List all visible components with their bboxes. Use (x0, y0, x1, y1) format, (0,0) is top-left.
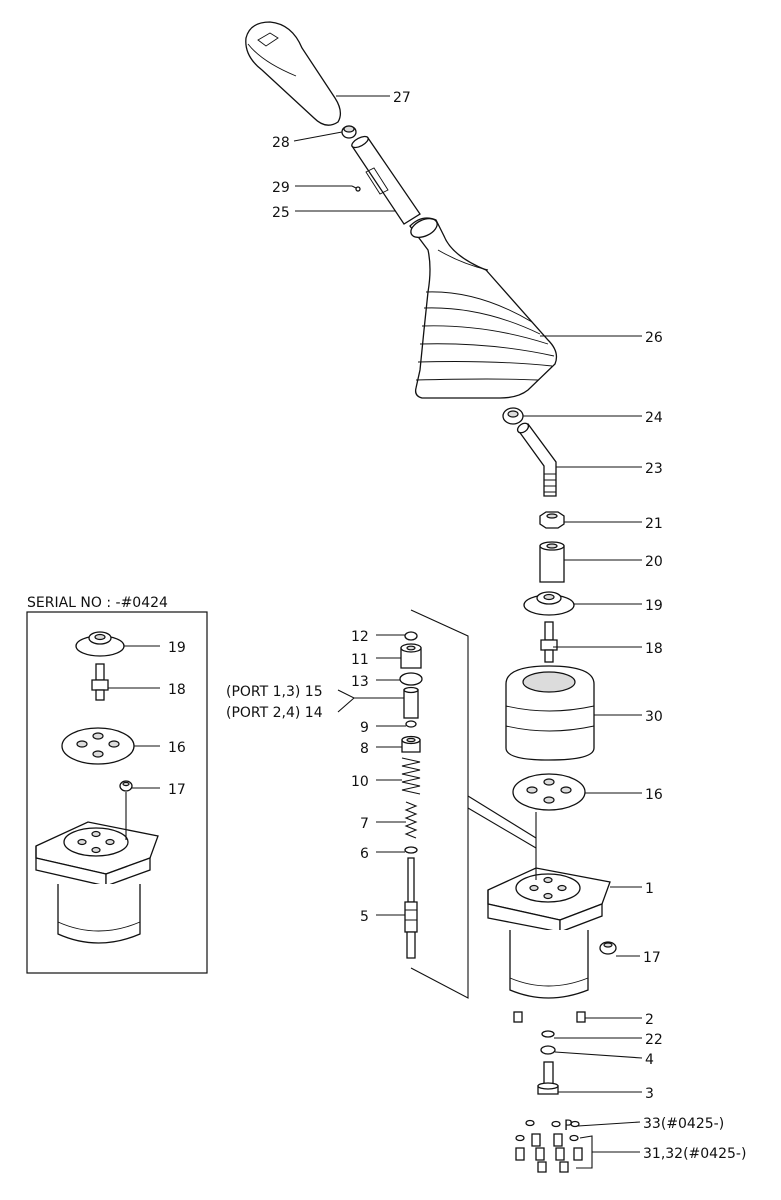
callout-13: 13 (351, 674, 369, 690)
callout-30: 30 (645, 709, 663, 725)
o-ring-part-12 (404, 631, 418, 641)
inset-callout-19: 19 (168, 640, 186, 656)
callout-20: 20 (645, 554, 663, 570)
inset-title: SERIAL NO : -#0424 (27, 595, 168, 611)
spring-part-7 (404, 801, 418, 839)
callout-9: 9 (360, 720, 369, 736)
callout-26: 26 (645, 330, 663, 346)
piston-to-casing-line (467, 795, 537, 839)
lever-tube-part-25 (351, 135, 421, 225)
callout-2: 2 (645, 1012, 654, 1028)
callout-16: 16 (645, 787, 663, 803)
callout-21: 21 (645, 516, 663, 532)
pin-part-29 (351, 185, 361, 192)
callout-18: 18 (645, 641, 663, 657)
inset-casing (35, 821, 159, 944)
callout-12: 12 (351, 629, 369, 645)
spool-part-5 (404, 857, 418, 959)
joint-rod-part-23 (516, 422, 557, 497)
callout-23: 23 (645, 461, 663, 477)
callout-24: 24 (645, 410, 663, 426)
boot-part-30 (505, 665, 595, 761)
piston-to-casing-line-2 (467, 807, 537, 849)
callout-27: 27 (393, 90, 411, 106)
spring-part-10 (401, 757, 421, 795)
callout-5: 5 (360, 909, 369, 925)
inset-plug-part-17 (119, 780, 133, 792)
port-label-p: P (564, 1118, 572, 1134)
nut-part-21 (539, 511, 565, 529)
callout-28: 28 (272, 135, 290, 151)
plug-part-17 (599, 941, 617, 955)
o-ring-part-13 (399, 672, 423, 686)
cap-part-28 (341, 125, 357, 139)
callout-1: 1 (645, 881, 654, 897)
inset-leader-lines (108, 645, 160, 789)
callout-22: 22 (645, 1032, 663, 1048)
callout-17: 17 (643, 950, 661, 966)
callout-33: 33(#0425-) (643, 1116, 724, 1132)
washer-part-6 (404, 846, 418, 854)
callout-15: (PORT 1,3) 15 (226, 684, 323, 700)
inset-callout-18: 18 (168, 682, 186, 698)
bolt-part-3 (537, 1061, 559, 1095)
leader-lines (293, 95, 643, 1169)
seat-part-8 (401, 735, 421, 753)
o-ring-part-22 (541, 1030, 555, 1038)
callout-10: 10 (351, 774, 369, 790)
inset-adjusting-nut-part-18 (91, 663, 109, 701)
boot-part-26 (409, 217, 558, 399)
plate-part-19 (523, 591, 575, 616)
callout-31-32: 31,32(#0425-) (643, 1146, 746, 1162)
callout-14: (PORT 2,4) 14 (226, 705, 323, 721)
inset-plate-part-16 (61, 727, 135, 765)
inset-callout-17: 17 (168, 782, 186, 798)
callout-25: 25 (272, 205, 290, 221)
callout-19: 19 (645, 598, 663, 614)
plug-part-11 (400, 643, 422, 669)
inset-frame (26, 611, 208, 974)
lever-handle-part-27 (245, 21, 342, 126)
callout-8: 8 (360, 741, 369, 757)
piston-group-bracket (410, 609, 469, 999)
washer-part-9 (405, 720, 417, 728)
callout-11: 11 (351, 652, 369, 668)
inset-callout-16: 16 (168, 740, 186, 756)
plate-part-16 (512, 773, 586, 811)
coupling-part-20 (539, 541, 565, 583)
o-ring-part-4 (540, 1045, 556, 1055)
plugs-part-2 (513, 1011, 586, 1023)
callout-3: 3 (645, 1086, 654, 1102)
bushing-part-14-15 (403, 686, 419, 719)
adjusting-nut-part-18 (540, 621, 558, 663)
inset-plate-part-19 (75, 631, 125, 657)
callout-7: 7 (360, 816, 369, 832)
callout-29: 29 (272, 180, 290, 196)
fittings-part-31-32-33 (515, 1119, 583, 1173)
casing-part-1 (487, 867, 611, 999)
nut-part-24 (502, 407, 524, 425)
callout-4: 4 (645, 1052, 654, 1068)
callout-6: 6 (360, 846, 369, 862)
